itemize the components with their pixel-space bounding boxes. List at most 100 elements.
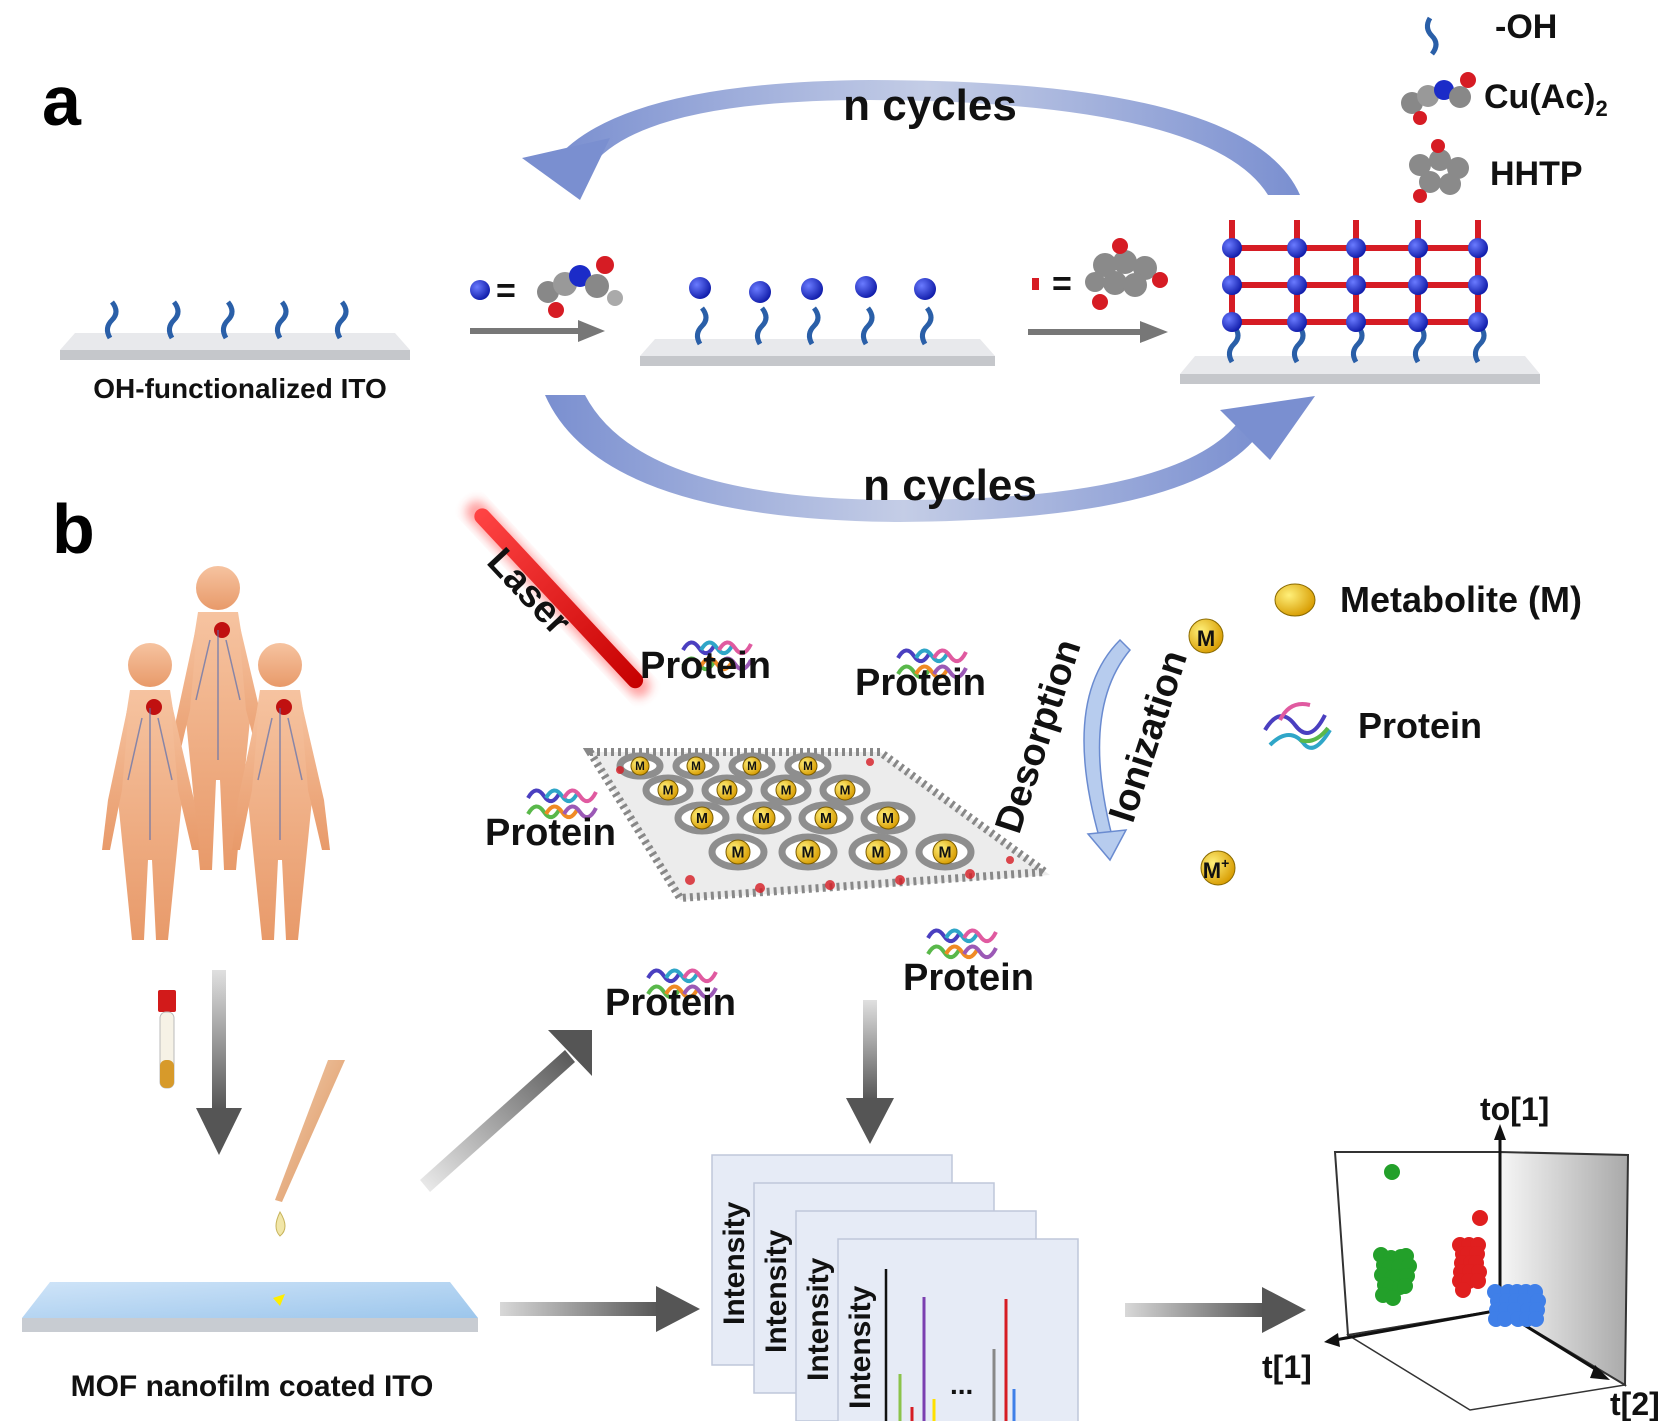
copper-acetate-molecule-icon — [537, 256, 623, 318]
metabolite-on-mof: M — [690, 806, 714, 830]
cycles-label-top: n cycles — [843, 81, 1017, 130]
metabolite-on-mof: M — [630, 756, 650, 776]
score-point — [1384, 1164, 1400, 1180]
metabolite-on-mof: M — [775, 779, 797, 801]
metabolite-on-mof: M — [752, 806, 776, 830]
legend-panel-b: Metabolite (M) Protein — [1263, 579, 1582, 750]
legend-metabolite-label: Metabolite (M) — [1340, 579, 1582, 620]
svg-text:M: M — [820, 811, 832, 827]
svg-text:M+: M+ — [1203, 855, 1230, 883]
legend-protein-label: Protein — [1358, 705, 1482, 746]
protein-label: Protein — [605, 982, 736, 1024]
score-axis-t2-label: t[2] — [1610, 1386, 1660, 1421]
cu-node-icon — [470, 280, 490, 300]
panel-letter-b: b — [52, 490, 95, 568]
ito-substrate-1 — [60, 300, 410, 360]
score-point — [1397, 1278, 1413, 1294]
svg-text:M: M — [663, 783, 674, 798]
protein-cluster — [681, 640, 753, 672]
protein-cluster — [926, 928, 998, 960]
svg-text:M: M — [696, 811, 708, 827]
spectrum-ylabel: Intensity — [844, 1285, 877, 1409]
metabolite-on-mof: M — [876, 806, 900, 830]
metabolite-on-mof: M — [725, 839, 751, 865]
metabolite-on-mof: M — [657, 779, 679, 801]
hhtp-linker-icon — [1032, 278, 1039, 290]
svg-text:M: M — [939, 844, 952, 861]
metabolite-sphere-icon — [1274, 583, 1316, 617]
cycle-arrow-bottom — [545, 395, 1315, 522]
score-axis-t1-label: t[1] — [1262, 1349, 1312, 1385]
eq-sign-1: = — [496, 272, 516, 310]
mof-framework — [1180, 220, 1540, 384]
spectrum-ylabel: Intensity — [802, 1257, 835, 1381]
mof-coated-slide — [22, 1282, 478, 1332]
cycles-label-bottom: n cycles — [863, 461, 1037, 510]
svg-text:M: M — [803, 760, 813, 773]
metabolite-on-mof: M — [932, 839, 958, 865]
svg-text:M: M — [635, 760, 645, 773]
svg-text:M: M — [1197, 626, 1215, 651]
protein-cluster — [526, 788, 598, 820]
human-figure — [102, 643, 200, 940]
svg-text:M: M — [872, 844, 885, 861]
protein-label: Protein — [903, 957, 1034, 999]
metabolite-on-mof: M — [742, 756, 762, 776]
step-arrow-2 — [1028, 321, 1168, 343]
spectrum-card: Intensity...m/z — [837, 1238, 1079, 1421]
score-points — [1373, 1164, 1546, 1327]
mof-slide-label: MOF nanofilm coated ITO — [71, 1370, 434, 1403]
cycle-arrow-top — [522, 80, 1300, 200]
svg-text:M: M — [747, 760, 757, 773]
legend-hhtp-label: HHTP — [1490, 155, 1583, 193]
eq-sign-2: = — [1052, 265, 1072, 303]
spectrum-ellipsis: ... — [950, 1369, 973, 1400]
human-figures-illustration — [102, 566, 330, 940]
mass-spectra-stack: IntensityIntensityIntensityIntensity...m… — [711, 1154, 1079, 1421]
substrate-label: OH-functionalized ITO — [93, 373, 386, 404]
hydroxyl-group-icon — [104, 300, 349, 340]
legend-panel-a: -OH Cu(Ac)2 HHTP — [1401, 8, 1608, 203]
protein-label: Protein — [485, 812, 616, 854]
svg-text:M: M — [840, 783, 851, 798]
protein-cluster — [896, 648, 968, 680]
svg-text:M: M — [781, 783, 792, 798]
metabolite-on-mof: M — [814, 806, 838, 830]
metabolite-on-mof: M — [798, 756, 818, 776]
metabolite-ion-top: M — [1188, 618, 1224, 654]
svg-text:M: M — [882, 811, 894, 827]
arrow-to-score-plot — [1125, 1287, 1306, 1333]
score-point — [1385, 1290, 1401, 1306]
score-point — [1472, 1210, 1488, 1226]
protein-label: Protein — [640, 645, 771, 687]
laser-beam — [465, 500, 651, 698]
arrow-to-spectra — [500, 1286, 700, 1332]
score-axis-to-label: to[1] — [1480, 1091, 1549, 1127]
ito-substrate-2 — [640, 276, 995, 366]
score-point — [1528, 1311, 1544, 1327]
metabolite-on-mof: M — [716, 779, 738, 801]
desorption-ionization-arrow — [1083, 638, 1132, 862]
hydroxyl-icon — [1424, 16, 1439, 56]
metabolite-ion-bottom: M+ — [1200, 850, 1236, 886]
svg-text:M: M — [732, 844, 745, 861]
copper-acetate-icon — [1401, 72, 1476, 125]
svg-text:M: M — [691, 760, 701, 773]
svg-text:M: M — [758, 811, 770, 827]
blood-tube-icon — [158, 990, 176, 1089]
protein-label: Protein — [855, 662, 986, 704]
score-point — [1497, 1311, 1513, 1327]
hhtp-legend-icon — [1409, 139, 1469, 203]
protein-ribbon-icon — [1263, 702, 1332, 750]
metabolite-on-mof: M — [865, 839, 891, 865]
pipette-icon — [275, 1060, 345, 1202]
protein-cluster — [646, 968, 718, 1000]
score-point — [1470, 1273, 1486, 1289]
axis-t1 — [1334, 1308, 1501, 1342]
arrow-down-to-spectra — [846, 1000, 894, 1144]
arrow-diagonal — [420, 1030, 592, 1192]
droplet-icon — [275, 1210, 286, 1237]
svg-text:M: M — [802, 844, 815, 861]
